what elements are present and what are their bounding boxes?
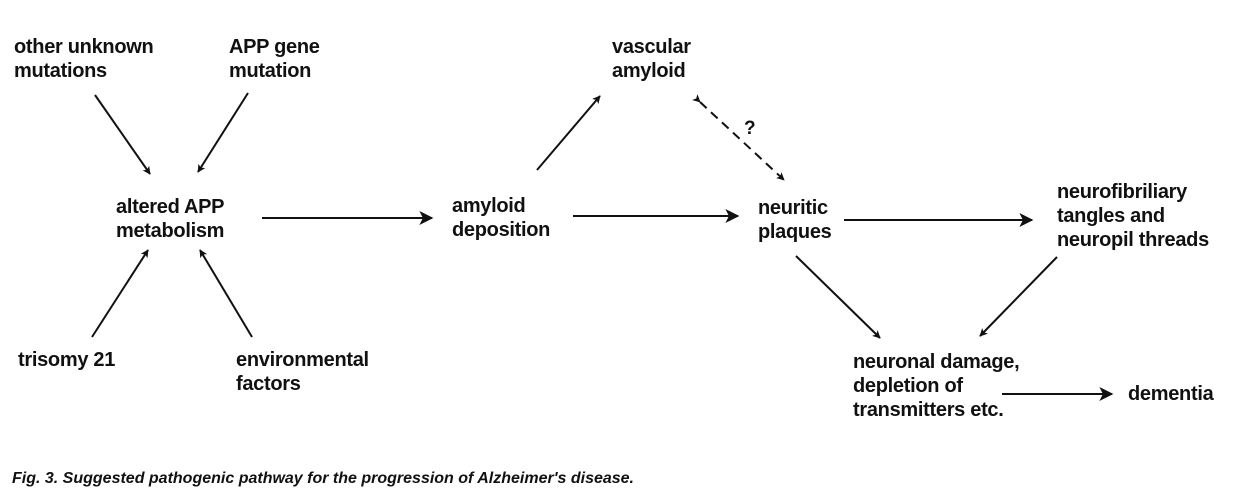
figure-caption: Fig. 3. Suggested pathogenic pathway for… [12, 470, 634, 487]
node-label-line: tangles and [1057, 205, 1165, 227]
node-label-line: transmitters etc. [853, 399, 1004, 421]
node-label-line: neuronal damage, [853, 351, 1020, 373]
arrow-plaques-to-neuronal-damage [795, 255, 881, 339]
arrow-vascular-plaques-uncertain [692, 94, 785, 181]
node-label-line: dementia [1128, 383, 1214, 405]
node-amyloid-deposition: amyloid deposition [452, 194, 550, 242]
node-environmental-factors: environmental factors [236, 348, 369, 396]
node-label-line: factors [236, 373, 301, 395]
node-neurofibrillary-tangles: neurofibriliary tangles and neuropil thr… [1057, 180, 1209, 252]
node-label-line: APP gene [229, 36, 320, 58]
node-label-line: depletion of [853, 375, 963, 397]
node-label-line: amyloid [452, 195, 526, 217]
node-label-line: vascular [612, 36, 691, 58]
arrow-amyloid-to-vascular [536, 95, 601, 171]
node-label-line: neuritic [758, 197, 828, 219]
node-label-line: mutations [14, 60, 107, 82]
node-dementia: dementia [1128, 382, 1214, 406]
node-label-line: neuropil threads [1057, 229, 1209, 251]
arrow-other-mutations-to-altered-app [94, 94, 151, 175]
node-label-line: mutation [229, 60, 312, 82]
arrow-neurofibrillary-to-neuronal-damage [979, 256, 1058, 337]
node-other-unknown-mutations: other unknown mutations [14, 35, 154, 83]
arrow-app-gene-to-altered-app [197, 92, 249, 173]
node-label-line: other unknown [14, 36, 154, 58]
node-vascular-amyloid: vascular amyloid [612, 35, 691, 83]
node-label-line: amyloid [612, 60, 686, 82]
node-label-line: altered APP [116, 196, 225, 218]
node-neuronal-damage: neuronal damage, depletion of transmitte… [853, 350, 1020, 422]
arrow-trisomy-to-altered-app [91, 249, 149, 338]
node-neuritic-plaques: neuritic plaques [758, 196, 832, 244]
node-label-line: metabolism [116, 220, 225, 242]
uncertain-link-label: ? [744, 118, 756, 139]
node-trisomy-21: trisomy 21 [18, 348, 115, 372]
node-label-line: neurofibriliary [1057, 181, 1187, 203]
node-app-gene-mutation: APP gene mutation [229, 35, 320, 83]
arrow-environmental-to-altered-app [199, 249, 253, 338]
node-label-line: plaques [758, 221, 832, 243]
node-label-line: trisomy 21 [18, 349, 116, 371]
node-label-line: deposition [452, 219, 551, 241]
node-altered-app-metabolism: altered APP metabolism [116, 195, 225, 243]
node-label-line: environmental [236, 349, 369, 371]
